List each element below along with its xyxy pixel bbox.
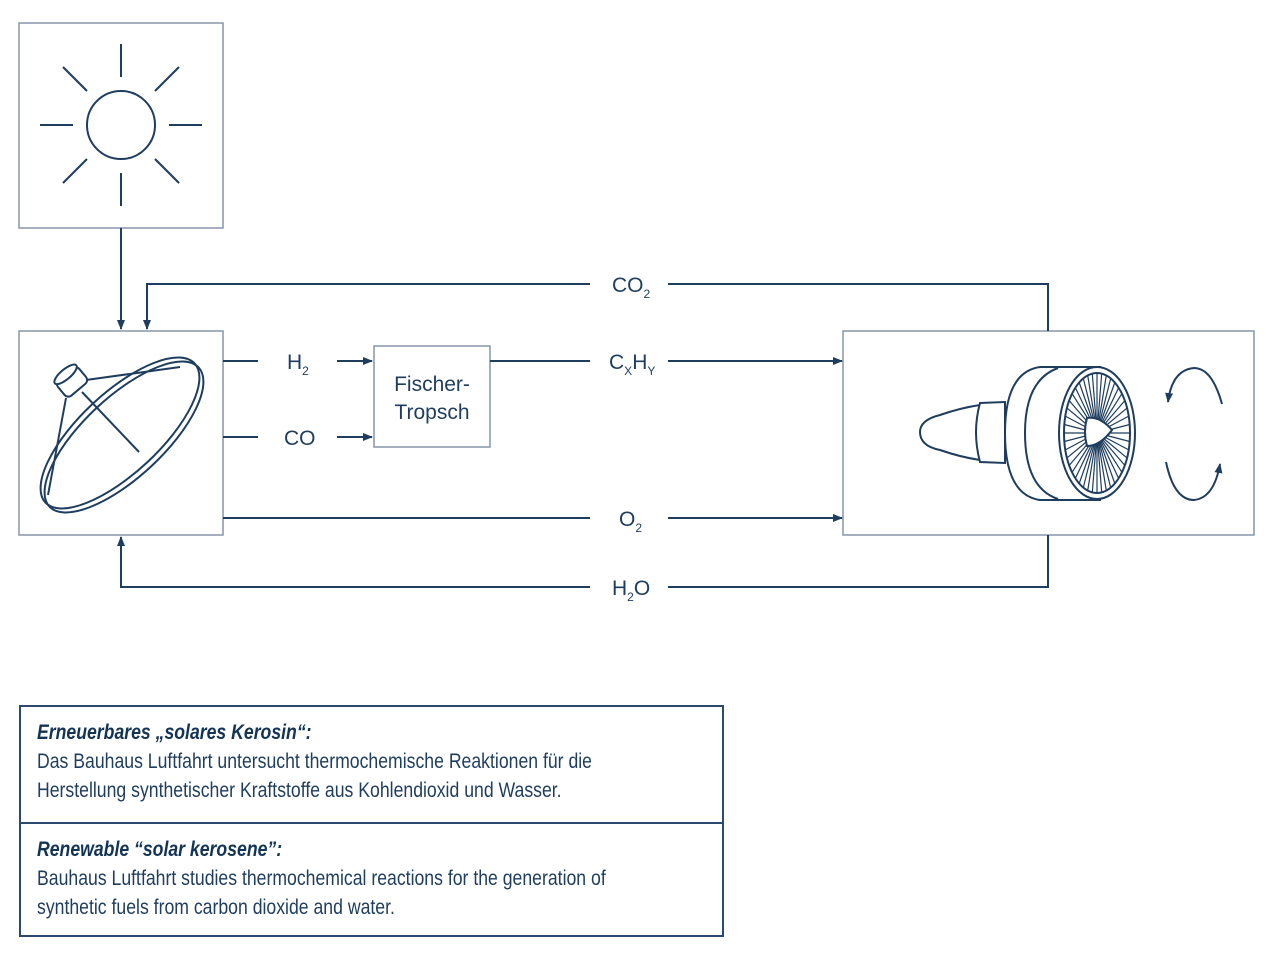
- o2-label: O2: [619, 508, 642, 535]
- solar-dish-icon: [39, 356, 205, 514]
- fischer-tropsch-label-2: Tropsch: [394, 401, 469, 424]
- h2o-flow-left: [117, 536, 590, 588]
- h2-label: H2: [287, 351, 309, 378]
- cxhy-label: CXHY: [609, 351, 655, 378]
- info-box: Erneuerbares „solares Kerosin“: Das Bauh…: [19, 705, 724, 937]
- solar-reactor-box: [18, 330, 224, 536]
- info-text-de-1: Das Bauhaus Luftfahrt untersucht thermoc…: [37, 750, 592, 773]
- co2-flow-left: [143, 283, 590, 330]
- h2o-label: H2O: [612, 577, 650, 604]
- sun-icon: [40, 44, 202, 206]
- info-text-en-2: synthetic fuels from carbon dioxide and …: [37, 896, 395, 919]
- fischer-tropsch-box: [373, 345, 491, 448]
- jet-engine-icon: [918, 366, 1136, 501]
- fischer-tropsch-label-1: Fischer-: [394, 373, 470, 396]
- info-section-english: Renewable “solar kerosene”: Bauhaus Luft…: [21, 824, 722, 922]
- co-label: CO: [284, 427, 316, 450]
- info-text-de-2: Herstellung synthetischer Kraftstoffe au…: [37, 779, 562, 802]
- h2o-flow-right: [668, 535, 1049, 588]
- info-title-en: Renewable “solar kerosene”:: [37, 838, 283, 861]
- info-section-german: Erneuerbares „solares Kerosin“: Das Bauh…: [21, 707, 722, 824]
- co2-flow-right: [668, 283, 1049, 331]
- info-title-de: Erneuerbares „solares Kerosin“:: [37, 721, 312, 744]
- process-diagram: CO2 H2 CO CXHY O2 H2O Fischer- Tropsch: [18, 22, 1255, 604]
- info-text-en-1: Bauhaus Luftfahrt studies thermochemical…: [37, 867, 606, 890]
- rotation-arrows-icon: [1165, 366, 1223, 502]
- co2-label: CO2: [612, 274, 651, 301]
